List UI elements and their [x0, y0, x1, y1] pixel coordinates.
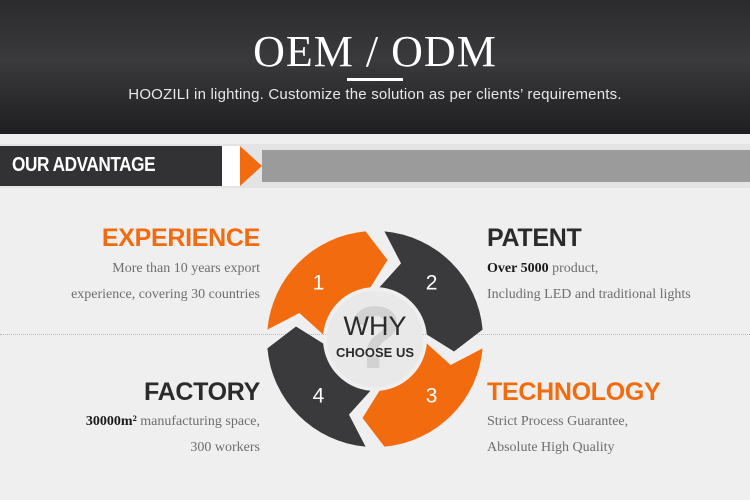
technology-line-1: Strict Process Guarantee,	[487, 414, 629, 429]
cycle-segment-3	[362, 343, 483, 447]
segment-number-2: 2	[426, 271, 438, 294]
segment-number-1: 1	[313, 271, 325, 294]
factory-line-1-rest: manufacturing space,	[136, 414, 260, 429]
patent-description: Over 5000 product, Including LED and tra…	[487, 256, 750, 308]
experience-line-1: More than 10 years export	[112, 261, 260, 276]
patent-line-2: Including LED and traditional lights	[487, 287, 691, 302]
patent-heading: PATENT	[487, 224, 582, 252]
technology-heading: TECHNOLOGY	[487, 378, 661, 406]
cycle-segment-4	[267, 326, 371, 447]
technology-line-2: Absolute High Quality	[487, 440, 615, 455]
patent-line-1: Over 5000 product,	[487, 256, 750, 282]
segment-number-3: 3	[426, 385, 438, 408]
why-choose-us-cycle-diagram: ? 1 2 3 4	[267, 231, 483, 447]
banner-title: OEM / ODM	[253, 27, 497, 76]
section-gray-bar	[262, 150, 750, 182]
factory-highlight: 30000m²	[85, 414, 137, 429]
orange-arrow-icon	[240, 146, 262, 186]
banner-subtitle: HOOZILI in lighting. Customize the solut…	[128, 86, 622, 103]
experience-line-2: experience, covering 30 countries	[71, 287, 260, 302]
technology-description: Strict Process Guarantee, Absolute High …	[487, 409, 750, 461]
section-separator	[222, 146, 240, 186]
question-mark-icon: ?	[348, 288, 402, 387]
header-banner	[0, 0, 750, 134]
factory-description: 30000m² manufacturing space, 300 workers	[0, 409, 260, 461]
factory-line-2: 300 workers	[190, 440, 260, 455]
center-circle	[327, 291, 423, 387]
section-label: OUR ADVANTAGE	[12, 154, 156, 176]
title-underline	[347, 78, 403, 81]
cycle-segment-2	[379, 231, 483, 352]
factory-line-1: 30000m² manufacturing space,	[0, 409, 260, 435]
experience-heading: EXPERIENCE	[101, 224, 260, 252]
segment-number-4: 4	[313, 385, 325, 408]
section-label-box	[0, 146, 222, 186]
patent-highlight: Over 5000	[487, 261, 549, 276]
factory-heading: FACTORY	[144, 378, 260, 406]
patent-line-1-rest: product,	[548, 261, 599, 276]
cycle-segment-1	[267, 231, 388, 335]
experience-description: More than 10 years export experience, co…	[0, 256, 260, 308]
